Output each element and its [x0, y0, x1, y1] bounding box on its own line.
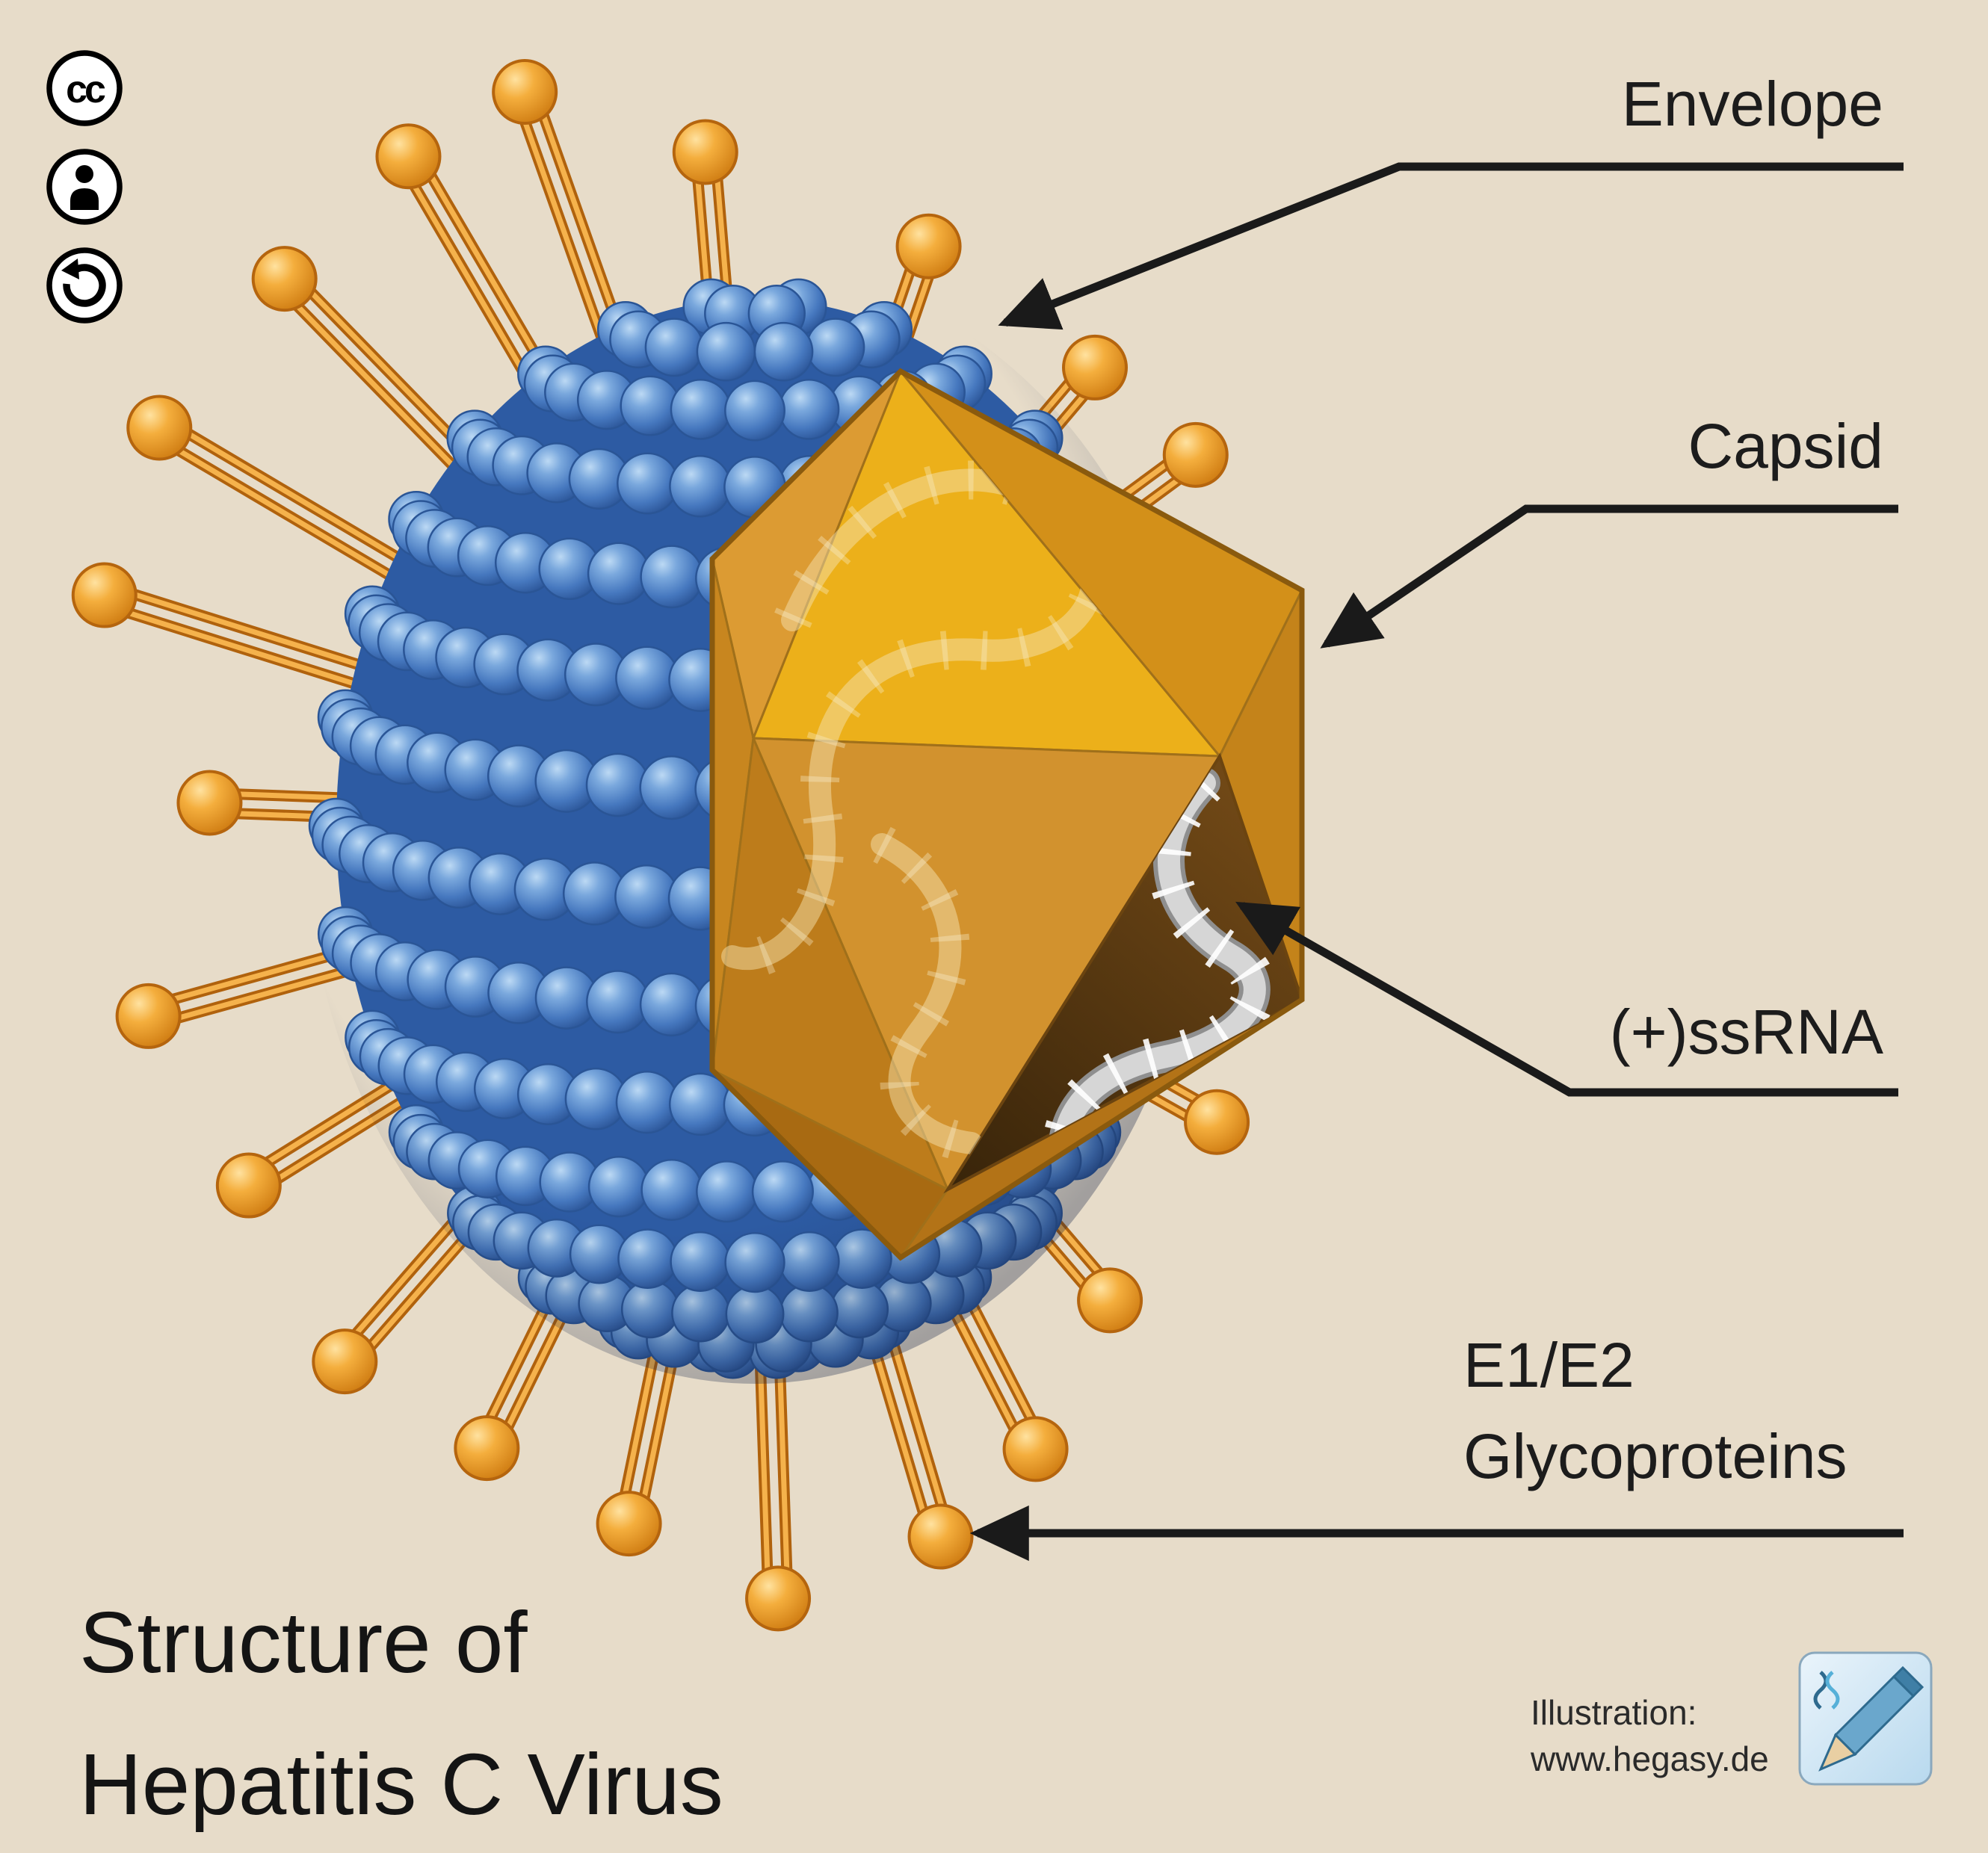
- attribution-circle: [46, 149, 123, 225]
- rna-ghost: [721, 460, 1113, 1163]
- logo-helix-strand: [1825, 1671, 1840, 1710]
- glycoprotein-label-line2: Glycoproteins: [1463, 1421, 1847, 1491]
- attribution-icon: [46, 149, 123, 225]
- cc-letters: cc: [66, 68, 105, 111]
- credit-line1: Illustration:: [1531, 1693, 1697, 1732]
- envelope-label: Envelope: [1622, 69, 1883, 139]
- spike-head: [375, 123, 442, 190]
- spike-head: [745, 1565, 812, 1632]
- envelope-arrow: [998, 162, 1904, 330]
- annotation-labels: Envelope Capsid (+)ssRNA E1/E2 Glycoprot…: [1463, 69, 1883, 1491]
- cc-license-icon: cc: [46, 50, 123, 126]
- spike-head: [492, 59, 558, 126]
- spike-head: [126, 395, 193, 461]
- logo-helix-strand: [1813, 1671, 1828, 1710]
- spike-head: [454, 1415, 520, 1482]
- credit-block: Illustration: www.hegasy.de: [1530, 1651, 1933, 1786]
- rna-ghost-strand: [721, 468, 1105, 971]
- spike-head: [895, 213, 962, 279]
- spike-head: [71, 562, 138, 628]
- spike-head: [1062, 334, 1129, 400]
- spike-head: [115, 983, 182, 1049]
- spike-head: [1162, 421, 1229, 488]
- glycoprotein-label-line1: E1/E2: [1463, 1330, 1634, 1400]
- rna-ghost-strand: [871, 833, 983, 1154]
- cc-circle: [46, 50, 123, 126]
- capsid-outline: [709, 368, 1305, 1261]
- capsid-opening: [943, 752, 1304, 1194]
- spike-head: [907, 1503, 974, 1570]
- credit-line2: www.hegasy.de: [1530, 1739, 1769, 1778]
- capsid-label: Capsid: [1688, 411, 1883, 481]
- spike-head: [176, 770, 243, 836]
- spike-head: [596, 1491, 662, 1557]
- circular-arrow: [63, 264, 106, 307]
- ssrna-label: (+)ssRNA: [1610, 997, 1883, 1067]
- pencil-tip: [1818, 1733, 1857, 1772]
- spike-head: [215, 1152, 282, 1219]
- annotation-arrows: [969, 162, 1904, 1562]
- ssrna-arrow: [1235, 901, 1898, 1097]
- hegasy-logo: [1798, 1651, 1933, 1786]
- capsid-arrow: [1320, 504, 1898, 649]
- license-icons: cc: [46, 50, 123, 324]
- title-line1: Structure of: [79, 1594, 528, 1691]
- rna-ribbon: [1042, 767, 1277, 1190]
- share-alike-icon: [46, 247, 123, 324]
- person-head: [75, 165, 93, 183]
- spike-head: [1002, 1416, 1069, 1482]
- capsid: [709, 368, 1305, 1261]
- spike-head: [312, 1328, 378, 1395]
- virus-illustration: [71, 59, 1305, 1632]
- spike-head: [672, 119, 738, 185]
- rna-ribbon-rungs: [1042, 767, 1277, 1190]
- person-body: [70, 188, 99, 210]
- diagram-title: Structure of Hepatitis C Virus: [79, 1594, 723, 1833]
- spike-head: [1077, 1267, 1143, 1334]
- circular-arrow-head: [61, 259, 79, 279]
- share-alike-circle: [46, 247, 123, 324]
- title-line2: Hepatitis C Virus: [79, 1736, 723, 1833]
- spike-head: [1184, 1089, 1250, 1155]
- spike-head: [251, 246, 318, 312]
